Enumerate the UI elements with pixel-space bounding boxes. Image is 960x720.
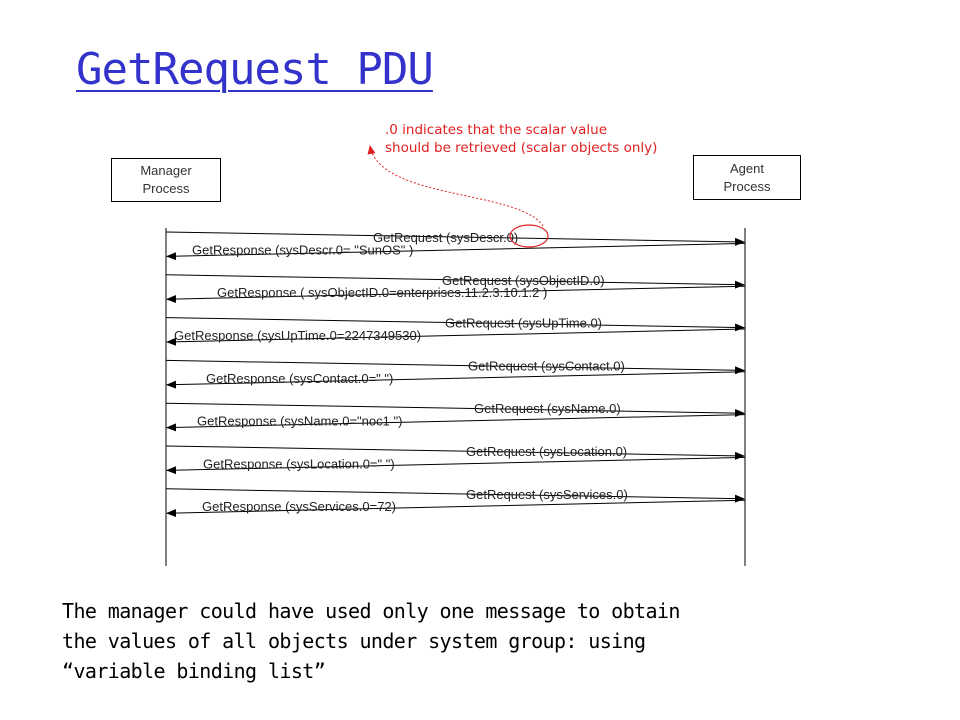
caption-text: The manager could have used only one mes…	[62, 596, 922, 686]
response-label: GetResponse (sysServices.0=72)	[202, 499, 396, 514]
response-label: GetResponse ( sysObjectID.0=enterprises.…	[217, 285, 547, 300]
request-label: GetRequest (sysDescr.0)	[373, 230, 518, 245]
agent-process-box: Agent Process	[693, 155, 801, 200]
request-label: GetRequest (sysName.0)	[474, 401, 621, 416]
page-title: GetRequest PDU	[76, 44, 434, 95]
caption-line1: The manager could have used only one mes…	[62, 599, 680, 623]
caption-line3: “variable binding list”	[62, 659, 326, 683]
request-arrow	[165, 231, 745, 246]
request-label: GetRequest (sysContact.0)	[468, 358, 625, 373]
manager-process-box: Manager Process	[111, 158, 221, 202]
request-arrow	[165, 317, 745, 332]
annotation-note: .0 indicates that the scalar value shoul…	[385, 121, 657, 157]
response-label: GetResponse (sysName.0="noc1 ")	[197, 414, 402, 429]
manager-label-line1: Manager	[140, 163, 192, 178]
request-arrow	[165, 402, 745, 418]
manager-label-line2: Process	[142, 181, 190, 196]
response-label: GetResponse (sysLocation.0=" ")	[203, 456, 395, 471]
request-label: GetRequest (sysLocation.0)	[466, 444, 627, 459]
annotation-pointer	[367, 145, 544, 227]
response-arrow	[166, 499, 746, 517]
request-label: GetRequest (sysObjectID.0)	[442, 273, 605, 288]
response-label: GetResponse (sysContact.0=" ")	[206, 371, 393, 386]
response-label: GetResponse (sysDescr.0= "SunOS" )	[192, 242, 413, 257]
response-arrow	[166, 371, 746, 389]
highlight-circle	[509, 224, 549, 248]
response-arrow	[166, 456, 746, 475]
response-label: GetResponse (sysUpTime.0=2247349530)	[174, 328, 421, 343]
agent-label-line2: Process	[723, 178, 771, 194]
response-arrow	[166, 414, 746, 432]
request-arrow	[165, 488, 745, 503]
annotation-line2: should be retrieved (scalar objects only…	[385, 140, 658, 156]
agent-label-line1: Agent	[730, 160, 764, 176]
request-arrow	[165, 359, 745, 375]
response-arrow	[166, 285, 746, 303]
request-arrow	[165, 274, 745, 289]
request-arrow	[165, 445, 745, 460]
annotation-line1: .0 indicates that the scalar value	[385, 122, 608, 138]
request-label: GetRequest (sysServices.0)	[466, 487, 628, 502]
response-arrow	[166, 328, 746, 346]
caption-line2: the values of all objects under system g…	[62, 629, 646, 653]
request-label: GetRequest (sysUpTime.0)	[445, 316, 602, 331]
response-arrow	[166, 242, 746, 261]
